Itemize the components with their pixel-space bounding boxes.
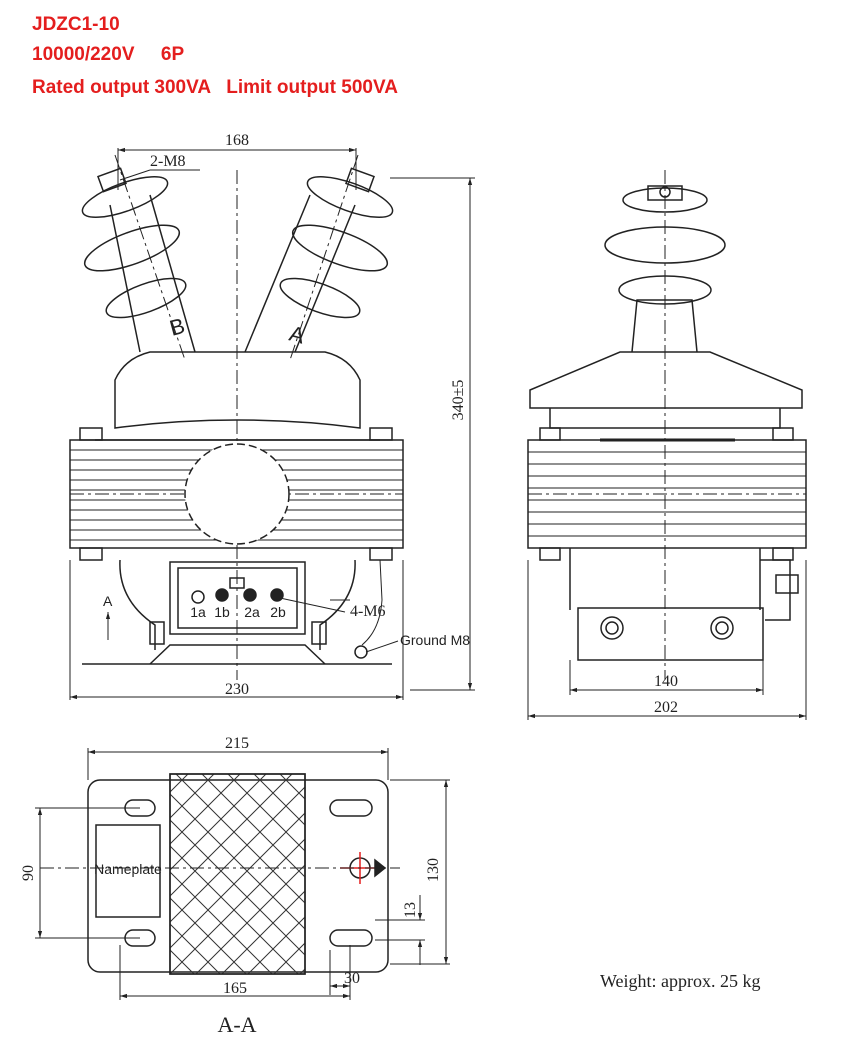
side-bushing xyxy=(631,299,698,353)
phase-a-label: A xyxy=(287,321,308,349)
core-section xyxy=(169,773,306,975)
output-rating: Rated output 300VA Limit output 500VA xyxy=(32,77,398,98)
bottom-dimensions xyxy=(35,748,450,1000)
side-dimensions xyxy=(527,560,807,720)
ground-label: Ground M8 xyxy=(400,632,470,648)
dim-13: 13 xyxy=(402,902,419,918)
dim-165: 165 xyxy=(223,980,247,997)
front-dimensions xyxy=(69,147,475,700)
ratio-class: 10000/220V 6P xyxy=(32,44,185,65)
dim-340: 340±5 xyxy=(450,380,467,421)
ground-bolt xyxy=(354,645,368,659)
terminal-box xyxy=(169,561,306,635)
dim-215: 215 xyxy=(225,735,249,752)
dim-30: 30 xyxy=(344,970,360,987)
bushing-b xyxy=(81,167,196,353)
dim-168: 168 xyxy=(225,132,249,149)
terminal-1b: 1b xyxy=(214,604,230,620)
dim-140: 140 xyxy=(654,673,678,690)
bottom-view xyxy=(40,773,400,975)
weight-note: Weight: approx. 25 kg xyxy=(600,971,761,991)
dim-90: 90 xyxy=(20,865,37,881)
bolt-label: 2-M8 xyxy=(150,153,186,170)
side-view xyxy=(527,170,807,680)
core-bolts xyxy=(79,427,393,561)
screws-label: 4-M6 xyxy=(350,603,386,620)
terminal-2a: 2a xyxy=(244,604,260,620)
front-view xyxy=(69,154,404,680)
section-title: A-A xyxy=(217,1012,256,1037)
dim-230: 230 xyxy=(225,681,249,698)
side-top-cap xyxy=(529,351,803,409)
nameplate-plate xyxy=(95,824,161,918)
resin-body xyxy=(114,351,361,429)
model-title: JDZC1-10 xyxy=(32,14,120,35)
nameplate-label: Nameplate xyxy=(94,861,162,877)
dim-130: 130 xyxy=(425,858,442,882)
dim-202: 202 xyxy=(654,699,678,716)
view-arrow-label: A xyxy=(103,593,113,609)
terminal-1a: 1a xyxy=(190,604,206,620)
side-base xyxy=(577,607,764,661)
bushing-a xyxy=(244,167,394,353)
phase-b-label: B xyxy=(167,313,188,341)
terminal-2b: 2b xyxy=(270,604,286,620)
